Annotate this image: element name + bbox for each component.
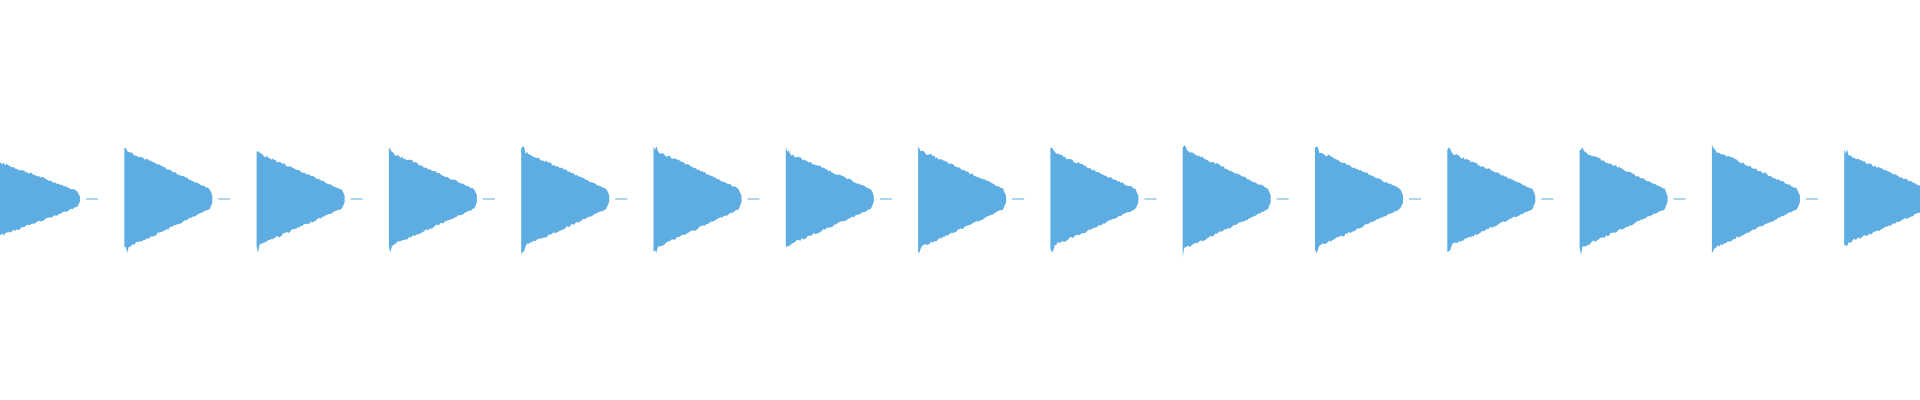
- audio-pulse: [1182, 145, 1271, 257]
- audio-pulse: [1844, 149, 1920, 247]
- audio-pulse: [785, 146, 874, 247]
- audio-pulse: [521, 146, 610, 255]
- audio-pulse: [124, 147, 213, 253]
- audio-pulse: [0, 162, 80, 236]
- audio-pulse: [1711, 144, 1800, 254]
- audio-pulse: [918, 146, 1007, 253]
- audio-pulse: [653, 146, 742, 253]
- audio-pulse: [1315, 146, 1403, 253]
- audio-pulse: [1050, 147, 1139, 253]
- audio-pulse-layer: [0, 144, 1920, 257]
- audio-pulse: [1447, 147, 1536, 252]
- audio-pulse: [256, 151, 345, 253]
- audio-pulse: [388, 147, 477, 253]
- audio-pulse: [1579, 147, 1668, 255]
